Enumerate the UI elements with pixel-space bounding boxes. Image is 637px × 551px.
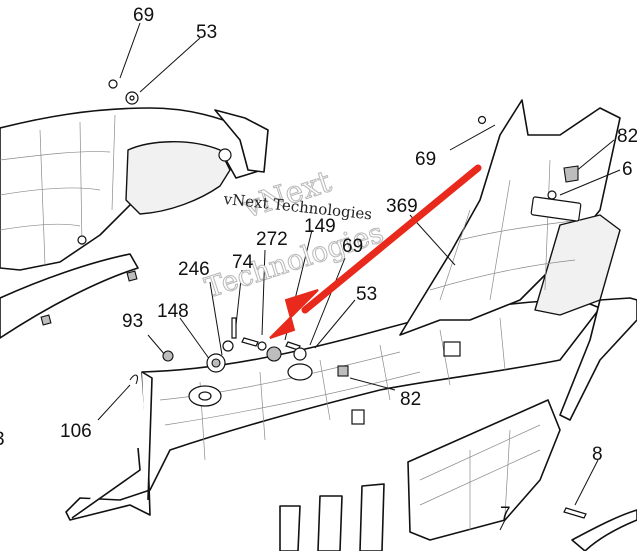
- callout-53-top: 53: [196, 22, 217, 43]
- clip-82a: [563, 165, 579, 183]
- callout-148: 148: [157, 301, 189, 322]
- left-strip-panel: [0, 253, 139, 339]
- clip-93: [162, 350, 174, 362]
- callouts: 69 53 69 82 6 369 272 149 69 246 74 53 1…: [0, 5, 637, 525]
- screw-6: [547, 190, 557, 200]
- callout-93: 93: [122, 311, 143, 332]
- nut-149: [266, 346, 282, 362]
- callout-149: 149: [304, 216, 336, 237]
- callout-272: 272: [256, 229, 288, 250]
- red-arrow: [269, 164, 482, 339]
- screw-69b: [477, 115, 487, 125]
- callout-74: 74: [232, 252, 254, 273]
- screw-69a: [108, 79, 118, 89]
- callout-6: 6: [622, 159, 633, 180]
- callout-53-mid: 53: [356, 284, 377, 305]
- clip-82b: [337, 365, 349, 377]
- callout-69-mid: 69: [342, 236, 363, 257]
- screw-272: [241, 337, 259, 347]
- right-upper-panel: [399, 99, 621, 336]
- callout-3: 3: [0, 429, 5, 450]
- callout-246: 246: [178, 259, 210, 280]
- callout-8: 8: [592, 444, 603, 465]
- callout-69-right: 69: [415, 149, 436, 170]
- callout-369: 369: [386, 196, 418, 217]
- main-side-panel: [65, 299, 601, 521]
- callout-69-top: 69: [133, 5, 154, 26]
- washer-53b: [293, 347, 307, 361]
- callout-106: 106: [60, 421, 92, 442]
- right-lower-panels: [407, 297, 637, 541]
- callout-82-mid: 82: [400, 389, 421, 410]
- callout-7: 7: [500, 504, 511, 525]
- hook-106: [129, 374, 138, 385]
- screw-8: [563, 507, 587, 519]
- pin-74: [231, 317, 237, 339]
- fasteners: [108, 79, 587, 519]
- slats: [279, 483, 637, 551]
- washer-246: [222, 340, 234, 352]
- upper-left-panel: [0, 107, 269, 271]
- callout-82-top: 82: [617, 126, 637, 147]
